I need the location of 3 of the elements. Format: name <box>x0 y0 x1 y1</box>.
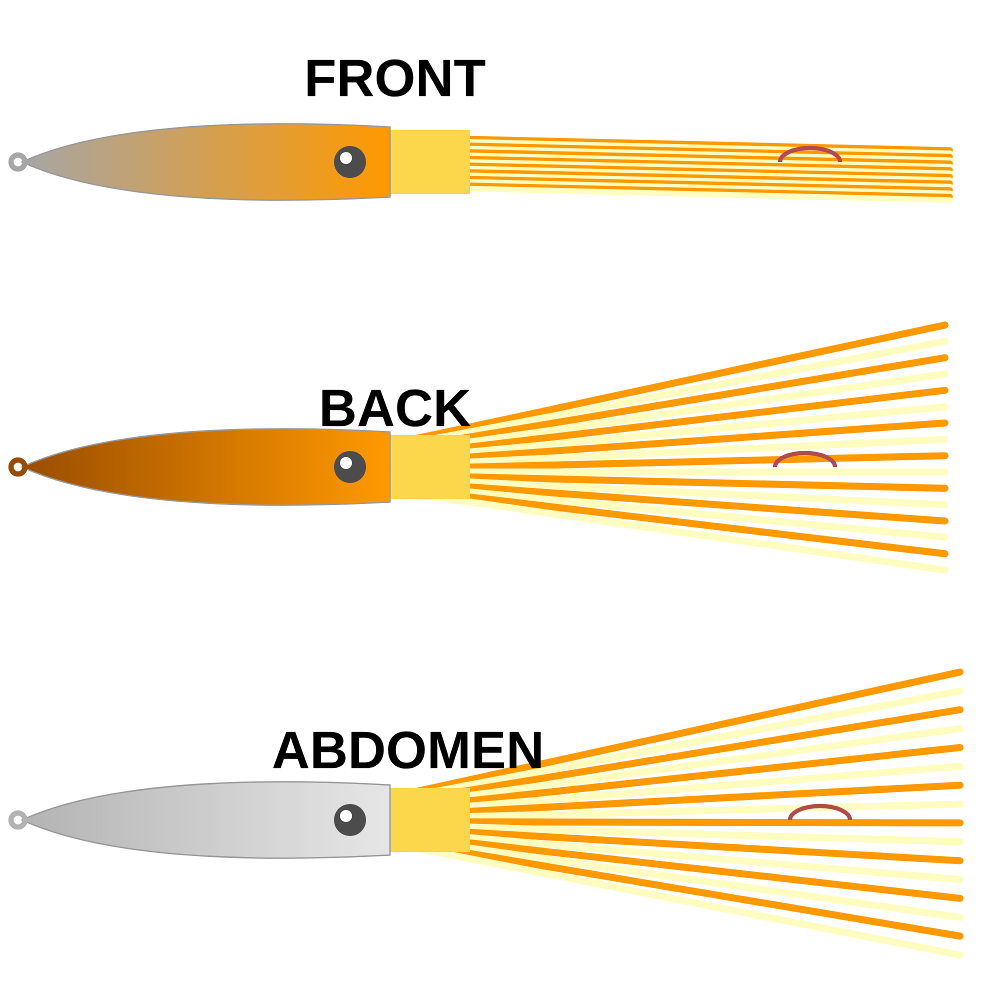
view-label: BACK <box>322 389 471 427</box>
view-label: FRONT <box>308 59 486 97</box>
view-label: ABDOMEN <box>273 731 541 769</box>
